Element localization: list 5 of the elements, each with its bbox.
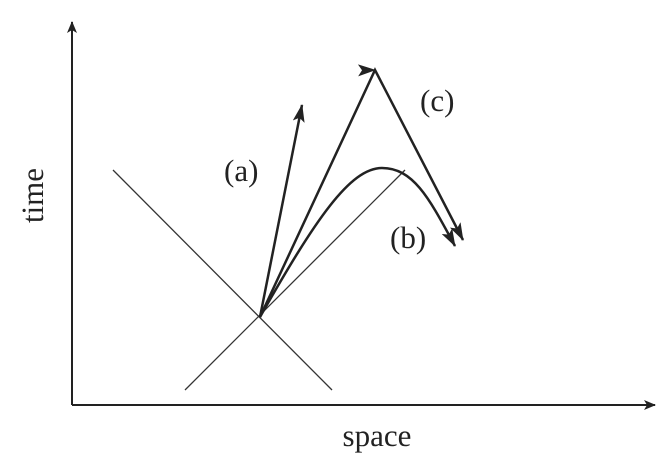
curve-label: (a)	[224, 154, 258, 186]
curve-label: (c)	[420, 84, 454, 116]
axis-label: time	[16, 167, 48, 223]
axis-label: space	[342, 420, 412, 450]
curve-label: (b)	[390, 222, 426, 252]
